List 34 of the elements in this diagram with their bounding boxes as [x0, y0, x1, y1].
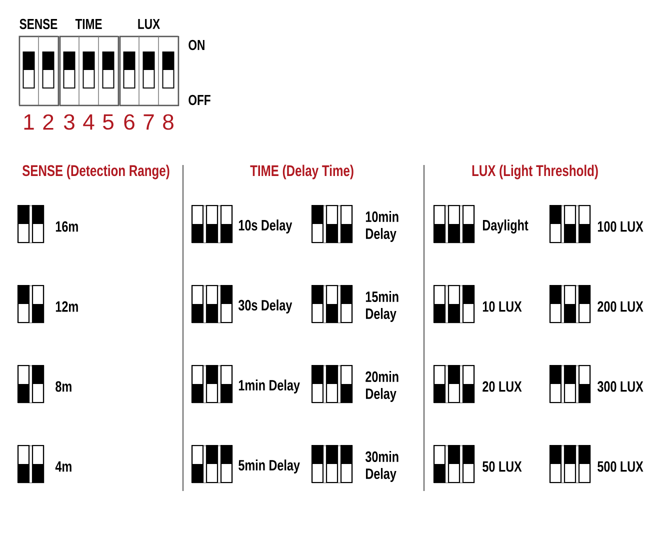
setting-label: 30min Delay [365, 451, 398, 482]
setting-label: 10s Delay [238, 220, 292, 234]
setting-label: 15min Delay [366, 291, 398, 322]
switch-number: 3 [64, 114, 74, 130]
switch-number: 4 [83, 114, 94, 130]
column-heading: SENSE (Detection Range) [22, 164, 170, 180]
setting-label: 30s Delay [238, 300, 292, 314]
setting-label: 1min Delay [238, 380, 300, 394]
setting-label: 300 LUX [597, 381, 644, 392]
group-label: LUX [138, 18, 160, 30]
switch-number: 6 [124, 114, 134, 130]
setting-label: 200 LUX [598, 301, 644, 312]
group-label: TIME [75, 19, 102, 29]
setting-label: 8m [56, 381, 72, 392]
setting-label: 100 LUX [598, 221, 644, 232]
column-heading: LUX (Light Threshold) [472, 164, 598, 180]
setting-label: 20 LUX [482, 381, 522, 392]
switch-number: 7 [144, 114, 154, 130]
group-label: SENSE [20, 18, 58, 30]
setting-label: 10min Delay [366, 211, 398, 242]
setting-label: 50 LUX [482, 461, 522, 472]
setting-label: 16m [56, 221, 78, 232]
switch-number: 1 [24, 114, 34, 130]
setting-label: 10 LUX [482, 301, 522, 312]
setting-label: 20min Delay [366, 371, 398, 402]
switch-number: 8 [163, 114, 174, 130]
setting-label: 4m [55, 461, 72, 472]
setting-label: 500 LUX [598, 461, 644, 472]
setting-label: 5min Delay [238, 460, 300, 474]
switch-number: 5 [103, 114, 114, 130]
column-heading: TIME (Delay Time) [250, 164, 354, 180]
switch-number: 2 [43, 114, 54, 130]
setting-label: 12m [56, 301, 78, 312]
setting-label: Daylight [483, 219, 528, 234]
